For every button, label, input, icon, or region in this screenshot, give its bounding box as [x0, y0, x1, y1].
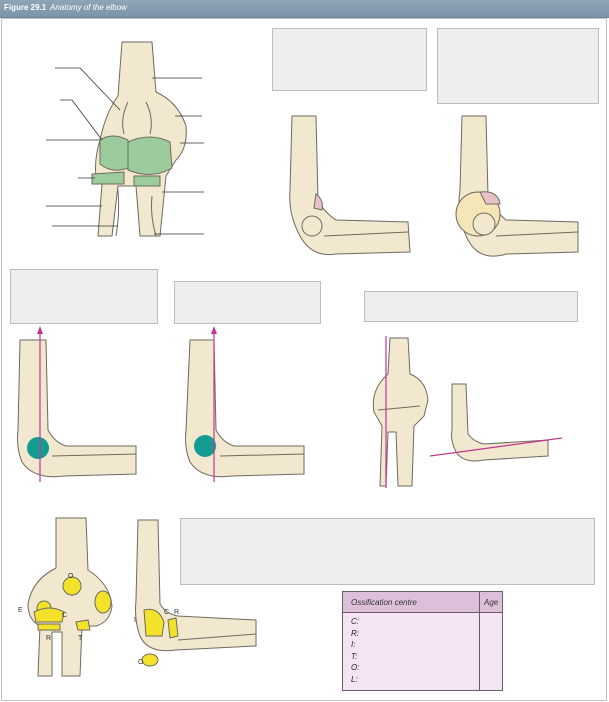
side-label-c: C [164, 609, 169, 616]
lateral-elbow-1 [289, 115, 411, 256]
figure-title-bar: Figure 29.1 Anatomy of the elbow [0, 0, 609, 18]
anterior-elbow-diagram [91, 41, 187, 237]
side-label-i: I [134, 617, 136, 624]
table-row[interactable]: T: [351, 651, 358, 661]
anterior-humeral-line-1 [17, 326, 137, 482]
answer-box-3[interactable] [10, 269, 158, 324]
table-column-divider [479, 592, 480, 690]
table-rows: C: R: I: T: O: L: [351, 616, 359, 685]
answer-box-6[interactable] [180, 518, 595, 585]
radiocapitellar-line-ap [372, 336, 429, 488]
table-row[interactable]: I: [351, 640, 356, 649]
figure-frame [1, 18, 607, 701]
table-row[interactable]: R: [351, 628, 359, 638]
ossification-label-o: O [68, 573, 74, 580]
ossification-label-r: R [46, 635, 51, 642]
anatomy-leader-lines [46, 67, 204, 235]
ossification-table: Ossification centre Age C: R: I: T: O: L… [342, 591, 503, 691]
answer-box-4[interactable] [174, 281, 321, 324]
answer-box-5[interactable] [364, 291, 578, 322]
ossification-label-c: C [62, 612, 67, 619]
ossification-front-view: O E C R T [18, 517, 113, 677]
lateral-elbow-2 [455, 115, 579, 257]
side-label-o: O [138, 659, 144, 666]
radiocapitellar-line-lateral [429, 383, 563, 462]
anterior-humeral-line-2 [185, 326, 305, 482]
table-row[interactable]: L: [351, 674, 358, 684]
side-label-r: R [174, 609, 179, 616]
ossification-side-view: I C R O [134, 519, 257, 667]
table-header [343, 592, 502, 613]
table-row[interactable]: C: [351, 617, 359, 626]
ossification-label-t: T [78, 635, 83, 642]
column-header-age: Age [484, 598, 499, 607]
figure-number: Figure 29.1 [4, 3, 47, 12]
column-header-centre: Ossification centre [351, 598, 417, 607]
answer-box-1[interactable] [272, 28, 427, 91]
table-row[interactable]: O: [351, 663, 360, 672]
answer-box-2[interactable] [437, 28, 599, 104]
figure-caption: Anatomy of the elbow [50, 3, 127, 12]
ossification-label-e: E [18, 607, 23, 614]
